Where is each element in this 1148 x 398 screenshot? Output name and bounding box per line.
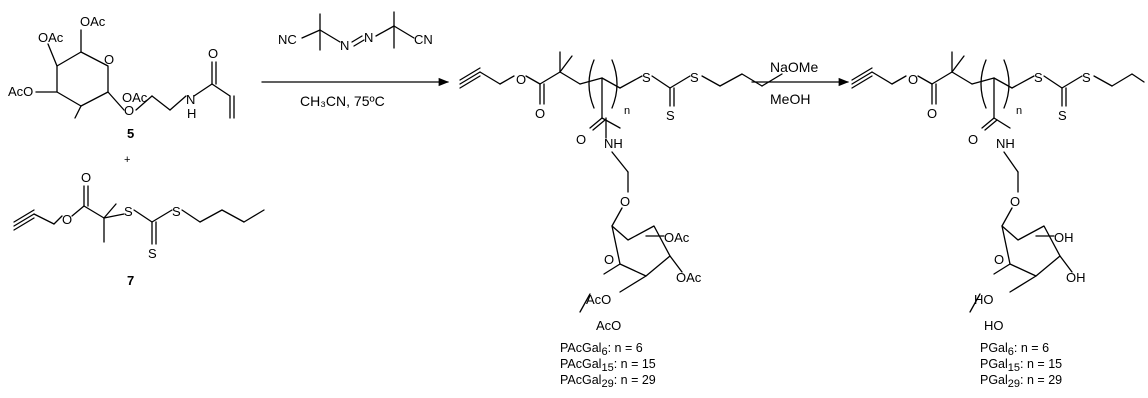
pgal-atom-ho-c4: HO — [984, 318, 1004, 333]
compound-7-label: 7 — [127, 273, 134, 288]
pacgal-structure: O O n O NH O S S S OAc O OAc AcO AcO — [459, 51, 783, 333]
atom-oac-c4: OAc — [38, 30, 64, 45]
pacgal-atom-oac-c2: OAc — [664, 230, 690, 245]
pgal-atom-s-thione: S — [1058, 108, 1067, 123]
pacgal-atom-o-carbonyl: O — [535, 106, 545, 121]
pgal-atom-oh-c3: OH — [1066, 270, 1086, 285]
aibn-structure: NC N N CN — [278, 11, 433, 53]
atom-n: N — [186, 92, 195, 107]
pgal-repeat-n: n — [1016, 105, 1022, 117]
atom-o-ring: O — [104, 52, 114, 67]
step2-reagent: NaOMe — [770, 59, 818, 75]
atom-oac-top: OAc — [80, 14, 106, 29]
pgal-atom-s1: S — [1034, 70, 1043, 85]
atom-o-ester: O — [62, 212, 72, 227]
pacgal-atom-oac-c3: OAc — [676, 270, 702, 285]
compound-5-label: 5 — [127, 126, 134, 141]
atom-nc: NC — [278, 32, 297, 47]
pacgal-caption-3: PAcGal29: n = 29 — [560, 373, 656, 390]
pgal-caption-3: PGal29: n = 29 — [980, 373, 1062, 390]
monomer-5-structure: OAc OAc O AcO OAc O N H O — [8, 14, 235, 121]
atom-cn: CN — [414, 32, 433, 47]
pacgal-atom-o-link: O — [620, 194, 630, 209]
atom-n-azo2: N — [364, 30, 373, 45]
cta-7-structure: O O S S S — [13, 170, 265, 261]
atom-s-thione: S — [148, 246, 157, 261]
pacgal-atom-s2: S — [690, 70, 699, 85]
pgal-caption-1: PGal6: n = 6 — [980, 341, 1049, 358]
pacgal-atom-aco-c4: AcO — [596, 318, 621, 333]
pacgal-atom-o-ester: O — [516, 72, 526, 87]
atom-aco-c3: AcO — [8, 84, 33, 99]
pgal-atom-ho-c6: HO — [974, 292, 994, 307]
pacgal-caption-2: PAcGal15: n = 15 — [560, 357, 656, 374]
pgal-atom-o-ester: O — [908, 72, 918, 87]
pgal-atom-s2: S — [1082, 70, 1091, 85]
step2-solvent: MeOH — [770, 91, 810, 107]
atom-o-carbonyl: O — [208, 46, 218, 61]
pacgal-atom-o-ring: O — [604, 252, 614, 267]
pacgal-atom-nh: NH — [604, 136, 623, 151]
atom-oac-c2: OAc — [122, 90, 148, 105]
pacgal-repeat-n: n — [624, 105, 630, 117]
atom-s1: S — [124, 204, 133, 219]
pgal-atom-nh: NH — [996, 136, 1015, 151]
pgal-structure: O O n O NH O S S S OH O OH HO HO — [851, 51, 1145, 333]
step1-conditions: CH₃CN, 75ºC — [300, 93, 385, 109]
pgal-atom-o-amide: O — [968, 132, 978, 147]
pgal-atom-oh-c2: OH — [1054, 230, 1074, 245]
pacgal-caption-1: PAcGal6: n = 6 — [560, 341, 643, 358]
pgal-atom-o-ring: O — [994, 252, 1004, 267]
pgal-atom-o-carbonyl: O — [927, 106, 937, 121]
atom-n-azo1: N — [340, 38, 349, 53]
pgal-caption-2: PGal15: n = 15 — [980, 357, 1062, 374]
atom-o-carbonyl-7: O — [81, 170, 91, 185]
pacgal-atom-s1: S — [642, 70, 651, 85]
pacgal-atom-aco-c6: AcO — [586, 292, 611, 307]
atom-h: H — [187, 106, 196, 121]
pacgal-atom-s-thione: S — [666, 108, 675, 123]
atom-s2: S — [172, 204, 181, 219]
plus-sign: + — [124, 154, 130, 166]
pgal-atom-o-link: O — [1010, 194, 1020, 209]
atom-o-link: O — [124, 103, 134, 118]
pacgal-atom-o-amide: O — [576, 132, 586, 147]
